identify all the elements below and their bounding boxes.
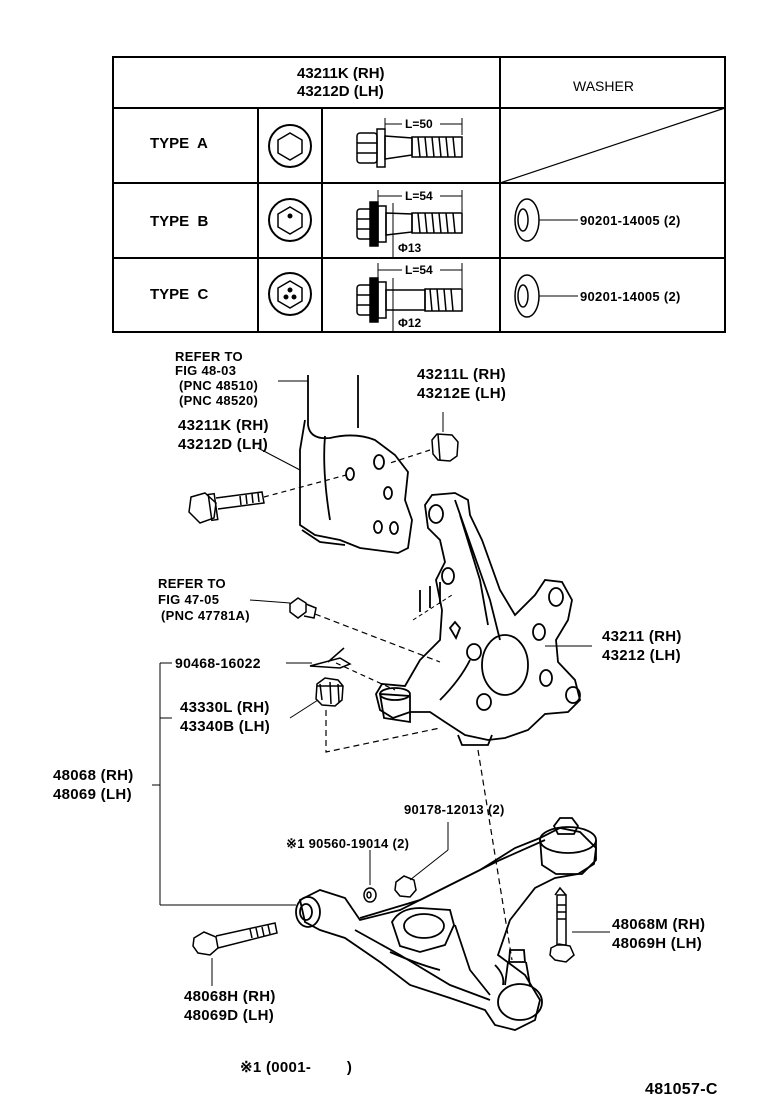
washer-b-icon <box>514 198 578 242</box>
bolt-48068m-label: 48068M (RH) <box>612 916 706 933</box>
bolt-48069h-label: 48069H (LH) <box>612 935 702 952</box>
strut-nut-icon <box>431 433 459 462</box>
type-b-label: TYPE B <box>150 213 209 230</box>
type-c-label: TYPE C <box>150 286 209 303</box>
knuckle-rh-label: 43211 (RH) <box>602 628 682 645</box>
sensor-bolt-icon <box>289 597 317 619</box>
washer-c-icon <box>514 274 578 318</box>
cotter-pin-icon <box>309 647 396 691</box>
washer-90560-label: ※1 90560-19014 (2) <box>286 836 410 851</box>
figure-code: 481057-C <box>645 1081 718 1098</box>
table-header-washer: WASHER <box>573 78 634 94</box>
refer-4803-line2: FIG 48-03 <box>175 363 237 378</box>
type-c-head-icon <box>268 272 312 316</box>
castle-nut-rh-label: 43330L (RH) <box>180 699 270 716</box>
bolt-48068h-label: 48068H (RH) <box>184 988 276 1005</box>
arm-lh-label: 48069 (LH) <box>53 786 132 803</box>
nut-43211l-label: 43211L (RH) <box>417 366 506 383</box>
refer-4705-line2: FIG 47-05 <box>158 592 220 607</box>
footnote: ※1 (0001- ) <box>240 1059 353 1076</box>
type-b-head-icon <box>268 198 312 242</box>
type-c-length: L=54 <box>405 263 433 277</box>
refer-4705-line1: REFER TO <box>158 576 226 591</box>
steering-knuckle-icon <box>375 492 581 746</box>
type-b-washer-part: 90201-14005 (2) <box>580 213 681 228</box>
refer-4803-line3: (PNC 48510) <box>179 378 259 393</box>
lower-control-arm-icon <box>295 817 597 1031</box>
bolt-48069d-label: 48069D (LH) <box>184 1007 274 1024</box>
type-a-head-icon <box>268 124 312 168</box>
arm-rh-label: 48068 (RH) <box>53 767 134 784</box>
castle-nut-icon <box>315 677 344 707</box>
type-a-bolt-icon <box>356 118 463 168</box>
arm-bolt-icon <box>192 922 278 956</box>
type-c-bolt-icon <box>356 263 463 332</box>
bolt-43211k-label: 43211K (RH) <box>178 417 269 434</box>
refer-4705-line3: (PNC 47781A) <box>161 608 250 623</box>
knuckle-lh-label: 43212 (LH) <box>602 647 681 664</box>
small-washer-icon <box>363 887 377 903</box>
type-c-washer-part: 90201-14005 (2) <box>580 289 681 304</box>
cotter-pin-label: 90468-16022 <box>175 655 261 671</box>
refer-4803-line1: REFER TO <box>175 349 243 364</box>
refer-4803-line4: (PNC 48520) <box>179 393 259 408</box>
strut-bracket-icon <box>299 375 413 554</box>
nut-43212e-label: 43212E (LH) <box>417 385 507 402</box>
nut-90178-label: 90178-12013 (2) <box>404 802 505 817</box>
type-b-bolt-icon <box>356 190 463 258</box>
type-c-diameter: Φ12 <box>398 316 422 330</box>
type-b-length: L=54 <box>405 189 433 203</box>
type-a-label: TYPE A <box>150 135 208 152</box>
vertical-bolt-icon <box>549 886 575 963</box>
castle-nut-lh-label: 43340B (LH) <box>180 718 270 735</box>
bolt-43212d-label: 43212D (LH) <box>178 436 268 453</box>
small-nut-icon <box>394 875 417 898</box>
table-header-part-lh: 43212D (LH) <box>297 83 384 100</box>
type-a-length: L=50 <box>405 117 433 131</box>
type-b-diameter: Φ13 <box>398 241 422 255</box>
strut-bolt-icon <box>188 491 265 524</box>
table-header-part-rh: 43211K (RH) <box>297 65 385 82</box>
